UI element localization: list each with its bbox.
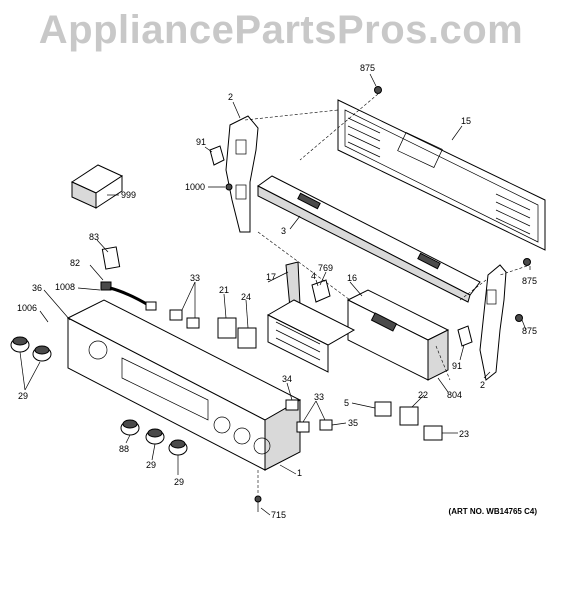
art-number: (ART NO. WB14765 C4) (449, 507, 538, 516)
part-5-block[interactable] (374, 401, 392, 417)
callout-36: 36 (32, 283, 42, 293)
part-29-knob-left-b[interactable] (32, 345, 52, 362)
part-29-knob-center[interactable] (145, 428, 165, 445)
callout-1: 1 (297, 468, 302, 478)
part-22-block[interactable] (399, 406, 419, 426)
callout-16: 16 (347, 273, 357, 283)
callout-29-left: 29 (18, 391, 28, 401)
part-3-trim-bar[interactable] (257, 175, 481, 303)
part-33-switch-upper-b[interactable] (186, 317, 200, 329)
part-875-screw-top[interactable] (374, 86, 382, 94)
callout-769: 769 (318, 263, 333, 273)
part-touchpad-module[interactable] (266, 299, 356, 373)
callout-804: 804 (447, 390, 462, 400)
part-2-right-bracket[interactable] (479, 264, 507, 381)
callout-875-right-a: 875 (522, 276, 537, 286)
part-83-connector[interactable] (101, 246, 121, 270)
part-33-switch-lower-a[interactable] (296, 421, 310, 433)
part-1-control-panel[interactable] (66, 299, 302, 471)
callout-715: 715 (271, 510, 286, 520)
part-999-block[interactable] (70, 164, 124, 209)
callout-29-center: 29 (146, 460, 156, 470)
callout-5: 5 (344, 398, 349, 408)
part-15-back-panel[interactable] (337, 99, 546, 251)
callout-1000: 1000 (185, 182, 205, 192)
part-1000-screw[interactable] (225, 183, 233, 191)
callout-labels: 875 2 15 91 1000 999 3 83 82 17 4 769 16… (17, 63, 537, 520)
callout-1006: 1006 (17, 303, 37, 313)
callout-91-lower: 91 (452, 361, 462, 371)
leader-lines (19, 73, 531, 516)
callout-34: 34 (282, 374, 292, 384)
watermark-text: AppliancePartsPros.com (38, 8, 524, 52)
callout-999: 999 (121, 190, 136, 200)
callout-1008: 1008 (55, 282, 75, 292)
callout-29-bottom: 29 (174, 477, 184, 487)
callout-24: 24 (241, 292, 251, 302)
part-34-switch[interactable] (285, 399, 299, 411)
part-33-switch-upper-a[interactable] (169, 309, 183, 321)
callout-2-left: 2 (228, 92, 233, 102)
part-33-switch-lower-b[interactable] (319, 419, 333, 431)
part-21-switch-block[interactable] (217, 317, 237, 339)
callout-33-lower: 33 (314, 392, 324, 402)
part-715-screw[interactable] (254, 495, 262, 512)
callout-33-upper: 33 (190, 273, 200, 283)
assembly-lines (244, 93, 528, 495)
callout-83: 83 (89, 232, 99, 242)
part-24-switch-block[interactable] (237, 327, 257, 349)
part-29-knob-left-a[interactable] (10, 336, 30, 353)
part-91-clip-lower[interactable] (457, 325, 473, 347)
callout-15: 15 (461, 116, 471, 126)
callout-88: 88 (119, 444, 129, 454)
callout-91-upper: 91 (196, 137, 206, 147)
callout-23: 23 (459, 429, 469, 439)
callout-35: 35 (348, 418, 358, 428)
callout-22: 22 (418, 390, 428, 400)
callout-875-top: 875 (360, 63, 375, 73)
part-29-knob-bottom[interactable] (168, 439, 188, 456)
part-875-screw-right-b[interactable] (515, 314, 523, 322)
callout-21: 21 (219, 285, 229, 295)
part-23-block[interactable] (423, 425, 443, 441)
callout-875-right-b: 875 (522, 326, 537, 336)
callout-4: 4 (311, 271, 316, 281)
callout-82: 82 (70, 258, 80, 268)
callout-3: 3 (281, 226, 286, 236)
part-91-clip-upper[interactable] (209, 145, 225, 166)
part-2-left-bracket[interactable] (225, 115, 259, 233)
part-82-harness[interactable] (100, 281, 157, 311)
part-875-screw-right-a[interactable] (523, 258, 531, 266)
part-16-control-board[interactable] (346, 289, 450, 381)
callout-17: 17 (266, 272, 276, 282)
part-88-knob[interactable] (120, 419, 140, 436)
callout-2-right: 2 (480, 380, 485, 390)
